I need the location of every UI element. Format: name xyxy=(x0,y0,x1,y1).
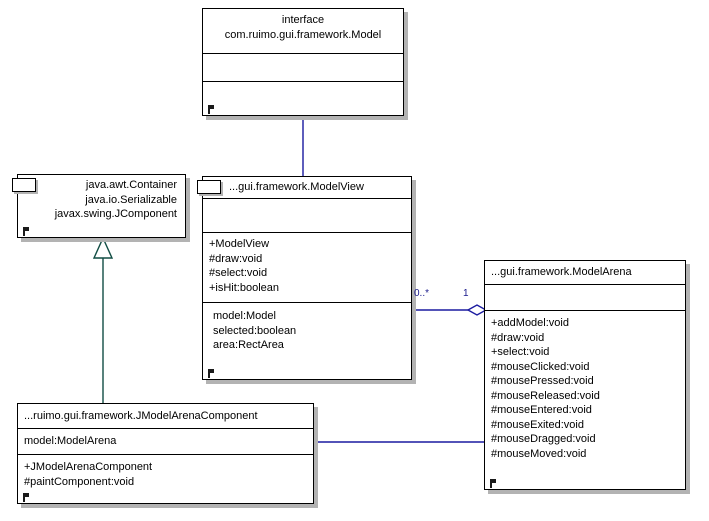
java-container-class-box[interactable]: java.awt.Container java.io.Serializable … xyxy=(12,174,186,238)
model-arena-operation: #mouseDragged:void xyxy=(491,433,596,445)
jmodelarenacomponent-class-box[interactable]: ...ruimo.gui.framework.JModelArenaCompon… xyxy=(17,403,314,504)
java-container-line-1: java.awt.Container xyxy=(85,179,177,191)
anchor-flag-icon xyxy=(208,369,214,378)
model-arena-operation: #mouseExited:void xyxy=(491,418,584,431)
jmodelarenacomponent-operation: #paintComponent:void xyxy=(24,475,135,488)
model-view-operation: #draw:void xyxy=(209,252,263,265)
model-arena-operation: +select:void xyxy=(491,346,550,358)
model-interface-name: com.ruimo.gui.framework.Model xyxy=(224,29,382,41)
model-view-name: ...gui.framework.ModelView xyxy=(229,181,364,193)
anchor-flag-icon xyxy=(490,479,496,488)
model-view-empty-compartment xyxy=(203,199,411,233)
model-arena-name: ...gui.framework.ModelArena xyxy=(491,266,632,278)
model-interface-class-box[interactable]: interface com.ruimo.gui.framework.Model xyxy=(202,8,404,116)
jmodelarenacomponent-operation: +JModelArenaComponent xyxy=(24,461,153,473)
jmodelarenacomponent-header: ...ruimo.gui.framework.JModelArenaCompon… xyxy=(18,404,313,429)
jmodelarenacomponent-operations: +JModelArenaComponent #paintComponent:vo… xyxy=(18,455,313,503)
model-arena-operation: #draw:void xyxy=(491,331,545,344)
model-view-attribute: selected:boolean xyxy=(213,324,297,337)
model-view-header: ...gui.framework.ModelView xyxy=(203,177,411,199)
jmodelarenacomponent-attributes: model:ModelArena xyxy=(18,429,313,455)
model-interface-attributes xyxy=(203,54,403,82)
model-view-attributes: model:Model selected:boolean area:RectAr… xyxy=(203,303,411,379)
model-arena-attributes xyxy=(485,285,685,311)
multiplicity-target-label: 1 xyxy=(463,288,469,299)
anchor-flag-icon xyxy=(208,105,214,114)
model-view-operation: +isHit:boolean xyxy=(209,281,280,294)
model-arena-class-box[interactable]: ...gui.framework.ModelArena +addModel:vo… xyxy=(484,260,686,490)
jmodelarenacomponent-name: ...ruimo.gui.framework.JModelArenaCompon… xyxy=(24,410,258,422)
model-arena-operation: #mouseMoved:void xyxy=(491,447,587,460)
anchor-flag-icon xyxy=(23,227,29,236)
java-container-line-3: javax.swing.JComponent xyxy=(54,208,177,220)
model-arena-operation: #mouseEntered:void xyxy=(491,404,592,416)
model-arena-operations: +addModel:void #draw:void +select:void #… xyxy=(485,311,685,489)
java-container-header: java.awt.Container java.io.Serializable … xyxy=(18,175,185,237)
model-arena-operation: +addModel:void xyxy=(491,317,569,329)
model-interface-header: interface com.ruimo.gui.framework.Model xyxy=(203,9,403,54)
model-view-attribute: model:Model xyxy=(213,310,276,322)
model-arena-operation: #mouseReleased:void xyxy=(491,389,600,402)
model-interface-stereotype: interface xyxy=(281,14,325,26)
model-interface-operations xyxy=(203,82,403,115)
java-container-line-2: java.io.Serializable xyxy=(85,193,177,206)
jmodelarenacomponent-attribute: model:ModelArena xyxy=(24,435,117,447)
model-arena-operation: #mousePressed:void xyxy=(491,375,594,387)
multiplicity-source-label: 0..* xyxy=(414,288,430,299)
generalization-triangle-icon xyxy=(92,236,114,259)
component-tab-icon xyxy=(197,180,221,194)
model-arena-operation: #mouseClicked:void xyxy=(491,360,590,373)
model-view-operation: +ModelView xyxy=(209,238,270,250)
anchor-flag-icon xyxy=(23,493,29,502)
model-view-operation: #select:void xyxy=(209,267,268,279)
model-arena-header: ...gui.framework.ModelArena xyxy=(485,261,685,285)
model-view-operations: +ModelView #draw:void #select:void +isHi… xyxy=(203,233,411,303)
model-view-attribute: area:RectArea xyxy=(213,339,284,351)
model-view-class-box[interactable]: ...gui.framework.ModelView +ModelView #d… xyxy=(197,176,412,380)
component-tab-icon xyxy=(12,178,36,192)
